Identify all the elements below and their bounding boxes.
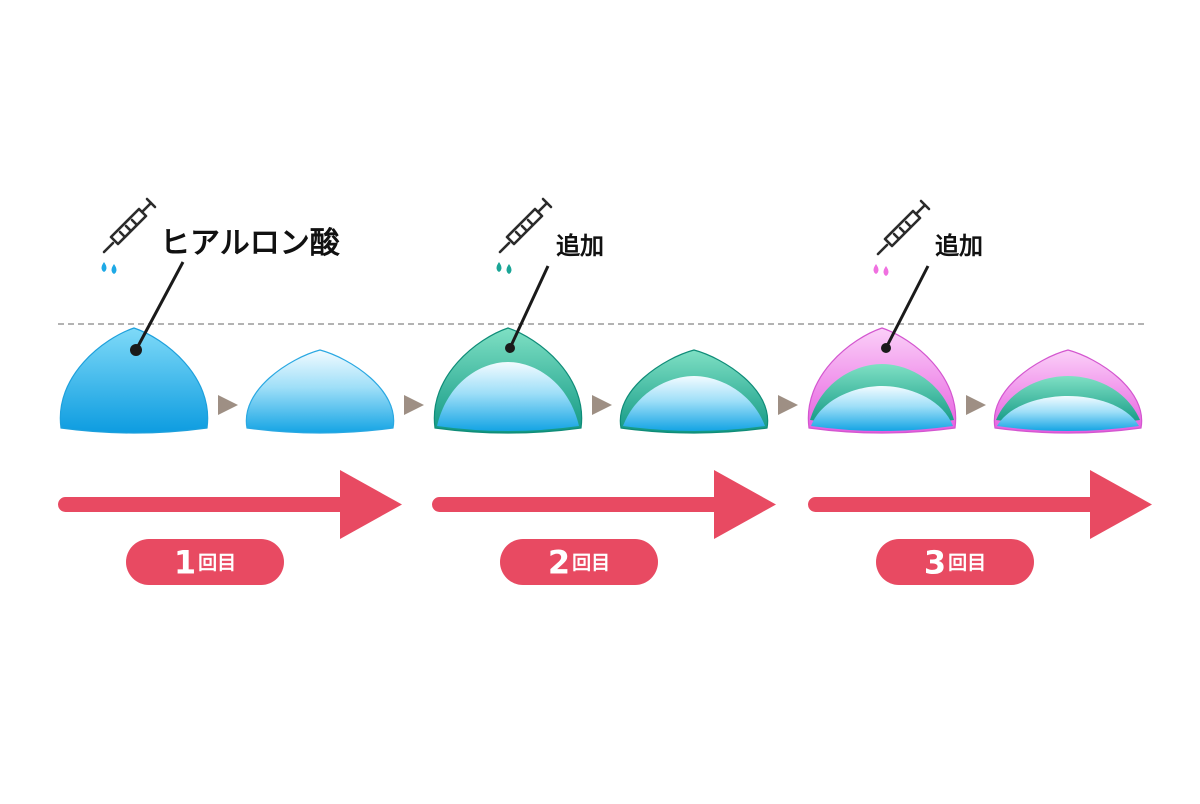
drop-icon (496, 262, 512, 274)
step-number: 3 (923, 543, 947, 582)
step-suffix: 回目 (572, 551, 611, 574)
annotation-hyaluronic-acid: ヒアルロン酸 (160, 226, 340, 261)
progress-arrow-2 (432, 470, 776, 539)
syringe-icon (102, 197, 157, 254)
mound-1b (245, 349, 395, 434)
step-suffix: 回目 (948, 551, 987, 574)
mound-3a (807, 327, 957, 434)
mound-2b (619, 349, 769, 434)
step-number: 1 (173, 543, 197, 582)
annotation-addition-3: 追加 (935, 232, 983, 260)
leader-dot (130, 344, 142, 356)
drop-icon (101, 262, 117, 274)
transition-arrow-2 (404, 395, 424, 415)
syringe-icon (876, 199, 931, 256)
leader-dot (881, 343, 891, 353)
leader-line (134, 261, 930, 351)
transition-arrow-5 (966, 395, 986, 415)
progress-arrow-3 (808, 470, 1152, 539)
mound-1a (59, 327, 209, 434)
annotation-addition-2: 追加 (556, 232, 604, 260)
mound-2a (433, 327, 583, 434)
step-suffix: 回目 (198, 551, 237, 574)
progress-arrow-1 (58, 470, 402, 539)
drop-icon (873, 264, 889, 276)
leader-dot (505, 343, 515, 353)
mound-3b (993, 349, 1143, 434)
transition-arrow-4 (778, 395, 798, 415)
step-number: 2 (547, 543, 571, 582)
transition-arrow-1 (218, 395, 238, 415)
syringe-icon (498, 197, 553, 254)
transition-arrow-3 (592, 395, 612, 415)
